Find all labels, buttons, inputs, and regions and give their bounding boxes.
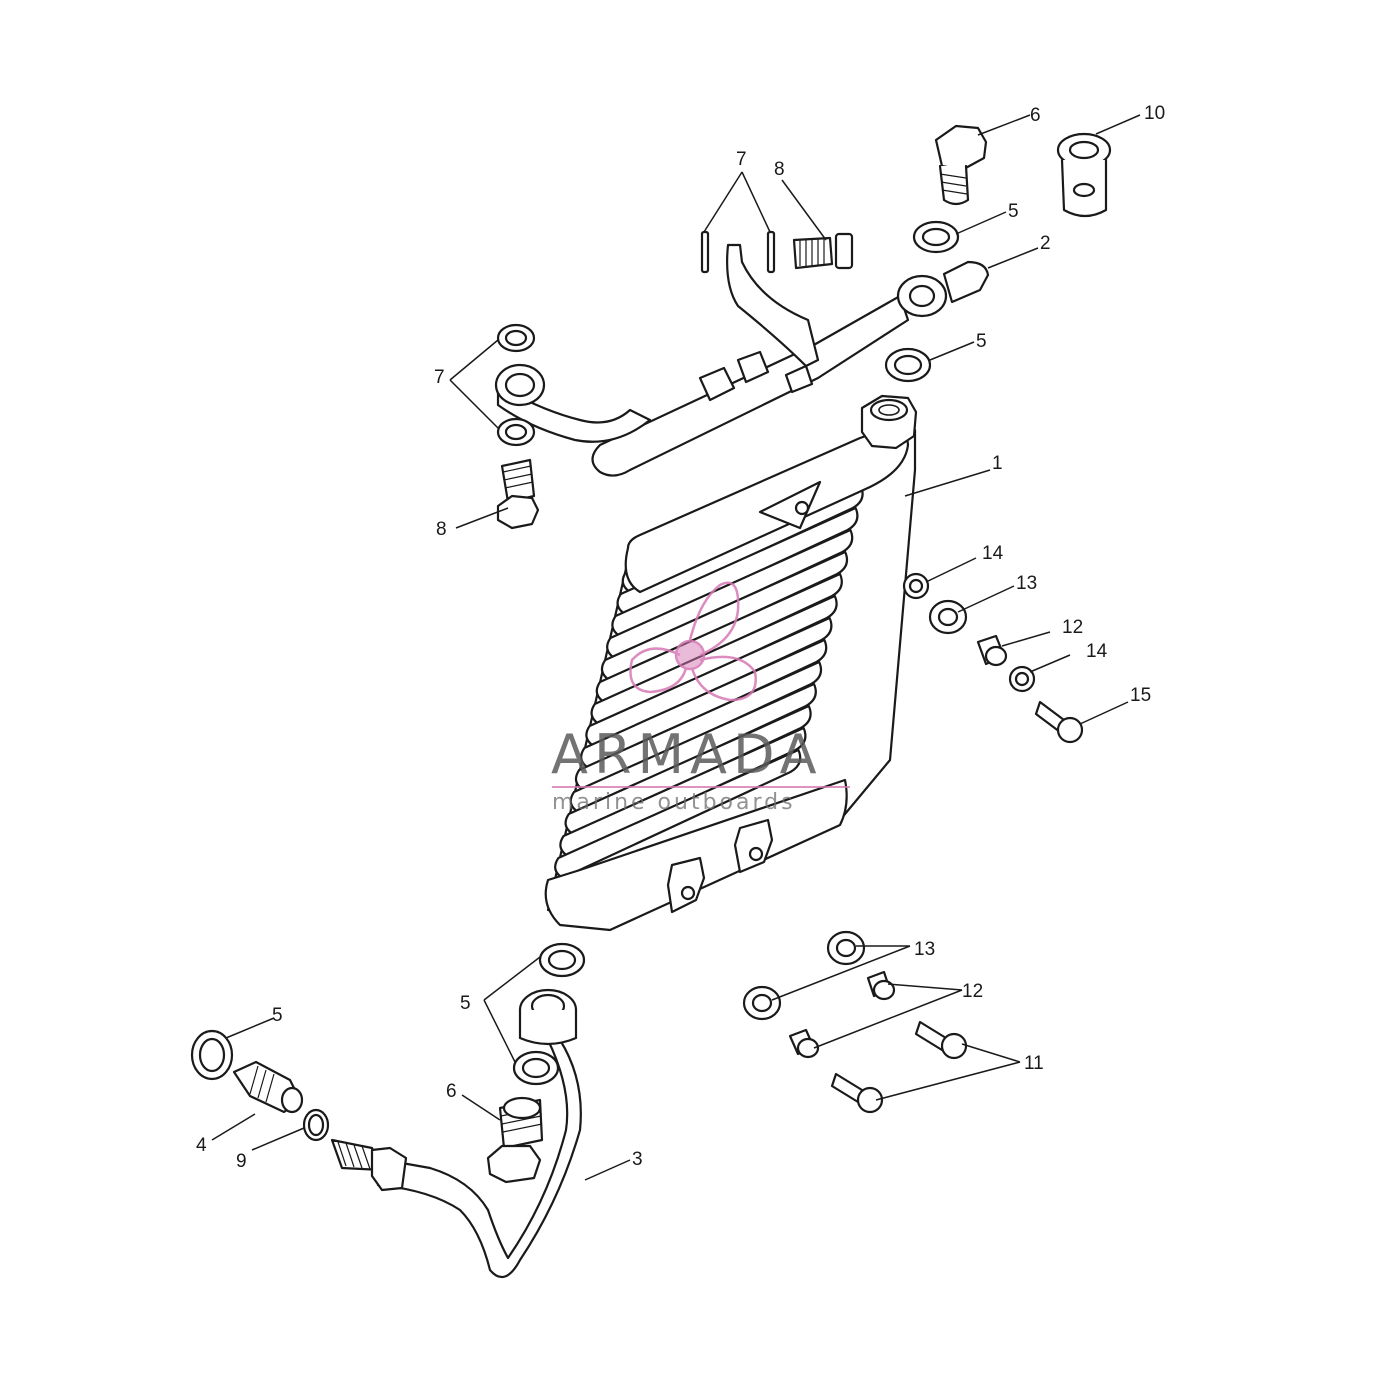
callout-13-upper: 13 <box>1016 573 1038 594</box>
upper-oil-pipe <box>496 243 990 477</box>
callout-2: 2 <box>1040 233 1051 254</box>
banjo-bolts <box>232 124 1112 1192</box>
callout-3: 3 <box>632 1149 643 1170</box>
cooler-fin <box>559 726 807 858</box>
callout-1: 1 <box>992 453 1003 474</box>
callout-12-lower: 12 <box>962 981 984 1002</box>
callout-8-top: 8 <box>774 159 785 180</box>
callout-10: 10 <box>1144 103 1166 124</box>
callout-13-lower: 13 <box>914 939 936 960</box>
callout-9: 9 <box>236 1151 247 1172</box>
callout-14-lower: 14 <box>1086 641 1108 662</box>
callout-12-upper: 12 <box>1062 617 1084 638</box>
watermark-tagline: marine outboards <box>552 790 796 815</box>
pipe-clamp-sleeves <box>494 230 776 407</box>
callout-8-left: 8 <box>436 519 447 540</box>
callout-6-bottom: 6 <box>446 1081 457 1102</box>
cooler-fin <box>611 506 859 638</box>
propeller-logo-icon <box>629 581 757 702</box>
callout-14-upper: 14 <box>982 543 1004 564</box>
sealing-washers <box>190 220 1036 1142</box>
callout-15: 15 <box>1130 685 1152 706</box>
cooler-fin <box>554 748 802 880</box>
cooler-fin <box>574 660 823 792</box>
cooler-fin <box>606 528 854 660</box>
watermark-divider <box>552 786 850 788</box>
callout-5-left: 5 <box>272 1005 283 1026</box>
callout-11: 11 <box>1024 1053 1044 1074</box>
cooler-fin <box>580 638 828 770</box>
callout-leader-lines <box>211 114 1141 1181</box>
callout-5-top: 5 <box>1008 201 1019 222</box>
callout-7-top: 7 <box>736 149 747 170</box>
oil-cooler-core <box>544 394 918 932</box>
watermark-brand-name: ARMADA <box>551 723 823 786</box>
cooler-fin <box>585 616 833 748</box>
callout-5-lower: 5 <box>460 993 471 1014</box>
cooler-fin <box>595 572 843 704</box>
lower-oil-pipe <box>376 988 582 1279</box>
callout-7-left: 7 <box>434 367 445 388</box>
mounting-hardware <box>742 599 1084 1114</box>
cooler-fin <box>564 704 812 836</box>
callout-5-upper: 5 <box>976 331 987 352</box>
callout-4: 4 <box>196 1135 207 1156</box>
cooler-fin <box>569 682 817 814</box>
callout-6-top: 6 <box>1030 105 1041 126</box>
